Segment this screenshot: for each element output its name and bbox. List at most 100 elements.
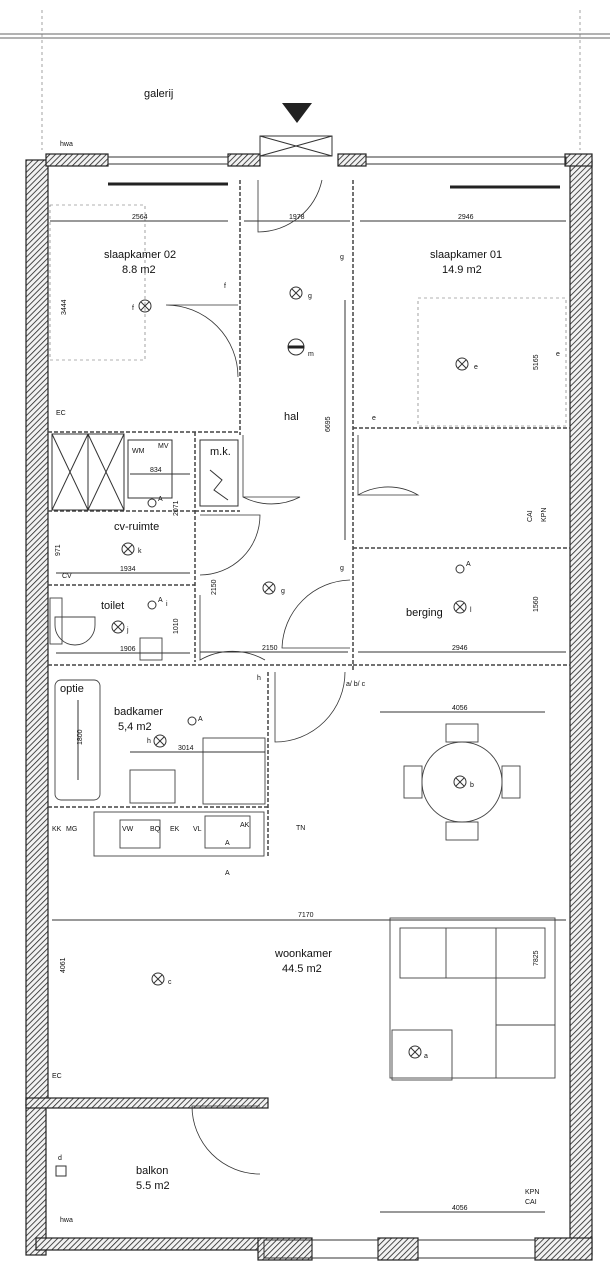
outlet-label: A bbox=[158, 597, 163, 604]
dimension-label: 1560 bbox=[533, 596, 540, 612]
switch-label: a/ b/ c bbox=[346, 681, 366, 688]
gallery-label: galerij bbox=[144, 88, 173, 100]
dimension-label: 5165 bbox=[533, 354, 540, 370]
outlet-icon bbox=[55, 1165, 67, 1177]
outlet-label: A bbox=[225, 840, 230, 847]
light-icon bbox=[289, 286, 303, 300]
cai-label: CAI bbox=[527, 510, 534, 522]
fixture-label: d bbox=[58, 1155, 62, 1162]
wm-label: WM bbox=[132, 448, 145, 455]
kpn-label: KPN bbox=[541, 508, 548, 522]
light-icon bbox=[408, 1045, 422, 1059]
front-door bbox=[257, 135, 333, 233]
fixture-label: b bbox=[470, 782, 474, 789]
room-name-cv-ruimte: cv-ruimte bbox=[114, 521, 159, 533]
dimension-lines bbox=[50, 220, 566, 1213]
switch-label: g bbox=[340, 254, 344, 261]
smoke-detector-label: m bbox=[308, 351, 314, 358]
tn-label: TN bbox=[296, 825, 305, 832]
dimension-label: 1934 bbox=[120, 566, 136, 573]
dimension-label: 971 bbox=[55, 544, 62, 556]
outlet-label: A bbox=[158, 496, 163, 503]
dimension-label: 7170 bbox=[298, 912, 314, 919]
exterior-walls bbox=[25, 153, 593, 1261]
fixture-label: j bbox=[126, 627, 129, 634]
cai-label: CAI bbox=[525, 1199, 537, 1206]
dimension-label: 6695 bbox=[325, 416, 332, 432]
room-name-toilet: toilet bbox=[101, 600, 124, 612]
entrance-arrow-icon bbox=[282, 103, 312, 123]
room-name-mk: m.k. bbox=[210, 446, 231, 458]
light-icon bbox=[111, 620, 125, 634]
room-area-slaapkamer-01: 14.9 m2 bbox=[442, 264, 482, 276]
room-name-berging: berging bbox=[406, 607, 443, 619]
outlet-icon bbox=[147, 498, 157, 508]
dimension-label: 2150 bbox=[211, 579, 218, 595]
ec-label: EC bbox=[52, 1073, 62, 1080]
fixture-label: h bbox=[147, 738, 151, 745]
dimension-label: 7825 bbox=[533, 950, 540, 966]
kpn-label: KPN bbox=[525, 1189, 539, 1196]
dimension-label: 2946 bbox=[452, 645, 468, 652]
dimension-label: 3444 bbox=[61, 299, 68, 315]
switch-label: e bbox=[556, 351, 560, 358]
door-swings bbox=[165, 304, 420, 1175]
light-fixtures bbox=[55, 286, 469, 1177]
room-name-woonkamer: woonkamer bbox=[274, 948, 332, 960]
bq-label: BQ bbox=[150, 826, 161, 833]
switch-label: g bbox=[340, 565, 344, 572]
dimension-label: 2071 bbox=[173, 500, 180, 516]
optie-label: optie bbox=[60, 683, 84, 695]
dimension-label: 1010 bbox=[173, 618, 180, 634]
dimension-label: 1978 bbox=[289, 214, 305, 221]
dimension-label: 3014 bbox=[178, 745, 194, 752]
light-icon bbox=[262, 581, 276, 595]
dimension-label: 4056 bbox=[452, 1205, 468, 1212]
light-icon bbox=[455, 357, 469, 371]
vw-label: VW bbox=[122, 826, 134, 833]
vl-label: VL bbox=[193, 826, 202, 833]
gallery-edge bbox=[0, 10, 610, 150]
outlet-label: A bbox=[198, 716, 203, 723]
switch-label: f bbox=[224, 283, 226, 290]
outlet-label: A bbox=[225, 870, 230, 877]
switch-label: e bbox=[372, 415, 376, 422]
fixture-label: g bbox=[281, 588, 285, 595]
room-area-balkon: 5.5 m2 bbox=[136, 1180, 170, 1192]
room-area-woonkamer: 44.5 m2 bbox=[282, 963, 322, 975]
outlet-icon bbox=[187, 716, 197, 726]
dimension-label: 2150 bbox=[262, 645, 278, 652]
room-name-slaapkamer-01: slaapkamer 01 bbox=[430, 249, 502, 261]
room-name-slaapkamer-02: slaapkamer 02 bbox=[104, 249, 176, 261]
dimension-label: 4061 bbox=[60, 957, 67, 973]
fixture-label: a bbox=[424, 1053, 428, 1060]
hwa-label: hwa bbox=[60, 1217, 73, 1224]
room-name-badkamer: badkamer bbox=[114, 706, 163, 718]
interior-walls bbox=[48, 180, 570, 856]
light-icon bbox=[121, 542, 135, 556]
mg-label: MG bbox=[66, 826, 77, 833]
mv-label: MV bbox=[158, 443, 169, 450]
fixture-label: e bbox=[474, 364, 478, 371]
switch-label: i bbox=[166, 601, 168, 608]
switch-label: h bbox=[257, 675, 261, 682]
installation-shafts bbox=[51, 433, 239, 511]
light-icon bbox=[138, 299, 152, 313]
room-area-badkamer: 5,4 m2 bbox=[118, 721, 152, 733]
kk-label: KK bbox=[52, 826, 62, 833]
smoke-detector-icon bbox=[287, 338, 305, 356]
dimension-label: 1906 bbox=[120, 646, 136, 653]
outlet-label: A bbox=[466, 561, 471, 568]
light-icon bbox=[453, 600, 467, 614]
fixture-label: f bbox=[132, 305, 134, 312]
hwa-label: hwa bbox=[60, 141, 73, 148]
room-name-balkon: balkon bbox=[136, 1165, 168, 1177]
ak-label: AK bbox=[240, 822, 250, 829]
outlet-icon bbox=[455, 564, 465, 574]
light-icon bbox=[453, 775, 467, 789]
room-name-hal: hal bbox=[284, 411, 299, 423]
ek-label: EK bbox=[170, 826, 180, 833]
fixture-label: l bbox=[470, 607, 472, 614]
fixture-label: k bbox=[138, 548, 142, 555]
